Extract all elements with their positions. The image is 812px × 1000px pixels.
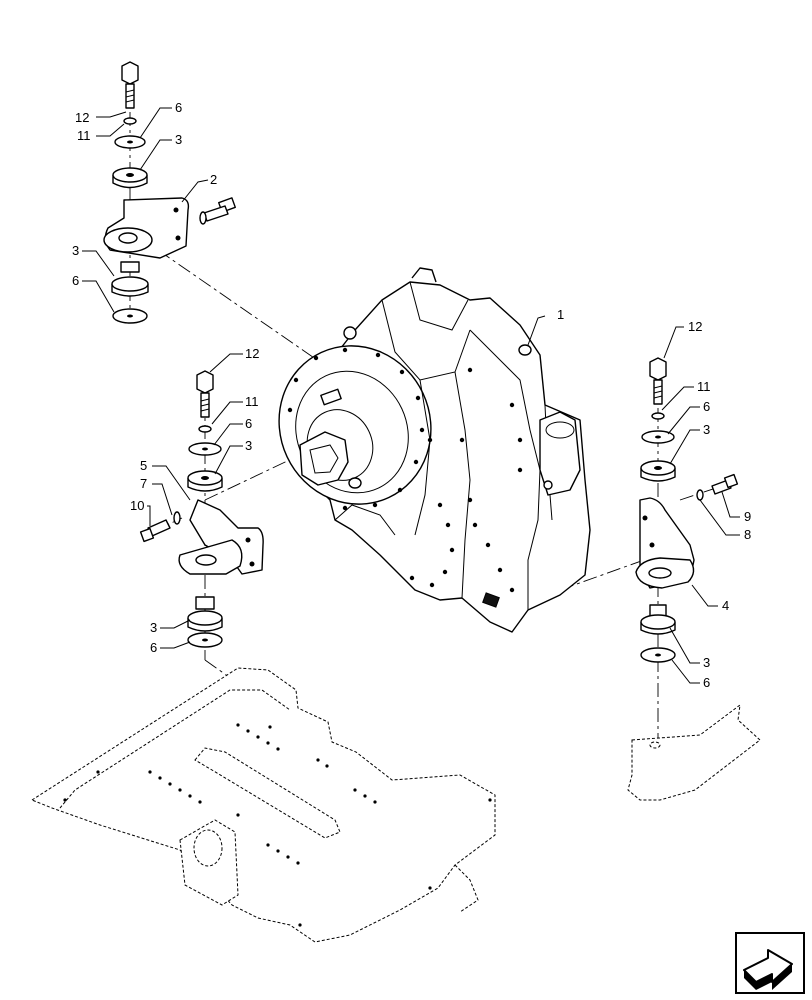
- rubber-isolator-3-f: [640, 604, 676, 635]
- lockwasher-11-c: [651, 412, 665, 420]
- lockwasher-11-a: [123, 117, 137, 125]
- callout-6-c: 6: [245, 416, 252, 431]
- bolt-9-washer-8: [696, 473, 739, 501]
- bracket-5: [178, 499, 264, 575]
- callout-9: 9: [744, 509, 751, 524]
- bolt-10-washer-7: [139, 511, 181, 543]
- callout-3-f: 3: [703, 655, 710, 670]
- rubber-isolator-3-a: [112, 167, 148, 189]
- left-front-mount-stack: [139, 370, 264, 648]
- callout-10: 10: [130, 498, 144, 513]
- callout-5: 5: [140, 458, 147, 473]
- bracket-2: [103, 197, 190, 259]
- callout-3-a: 3: [175, 132, 182, 147]
- bolt-12-b: [196, 370, 214, 418]
- lockwasher-11-b: [198, 425, 212, 433]
- callout-11-c: 11: [697, 379, 711, 394]
- chassis-frame: [30, 667, 496, 943]
- right-frame-bracket: [627, 703, 761, 801]
- leader-lines: [82, 107, 740, 684]
- callout-8: 8: [744, 527, 751, 542]
- bolt-12-a: [121, 61, 139, 109]
- callout-12-a: 12: [75, 110, 89, 125]
- callout-4: 4: [722, 598, 729, 613]
- callout-3-e: 3: [703, 422, 710, 437]
- rubber-isolator-3-e: [640, 460, 676, 482]
- callout-11-a: 11: [77, 128, 91, 143]
- callout-12-c: 12: [688, 319, 702, 334]
- navigation-arrow-icon[interactable]: [735, 932, 805, 994]
- callout-11-b: 11: [245, 394, 259, 409]
- callout-6-f: 6: [703, 675, 710, 690]
- side-bolt-a: [199, 197, 236, 225]
- rubber-isolator-3-c: [187, 470, 223, 492]
- callout-2: 2: [210, 172, 217, 187]
- right-mount-stack: [635, 357, 739, 663]
- callout-12-b: 12: [245, 346, 259, 361]
- callout-6-e: 6: [703, 399, 710, 414]
- callouts: 12 11 6 3 2 3 6 1 12 11 6 3 5 7 10 3 6 1…: [72, 100, 751, 690]
- bracket-4: [635, 497, 695, 589]
- callout-6-a: 6: [175, 100, 182, 115]
- bolt-12-c: [649, 357, 667, 405]
- callout-3-d: 3: [150, 620, 157, 635]
- rubber-isolator-3-b: [111, 261, 149, 297]
- callout-1: 1: [557, 307, 564, 322]
- left-rear-mount-stack: [103, 61, 236, 324]
- rubber-isolator-3-d: [187, 596, 223, 632]
- callout-7: 7: [140, 476, 147, 491]
- callout-6-b: 6: [72, 273, 79, 288]
- transmission-assembly: [278, 267, 591, 633]
- callout-3-c: 3: [245, 438, 252, 453]
- callout-6-d: 6: [150, 640, 157, 655]
- callout-3-b: 3: [72, 243, 79, 258]
